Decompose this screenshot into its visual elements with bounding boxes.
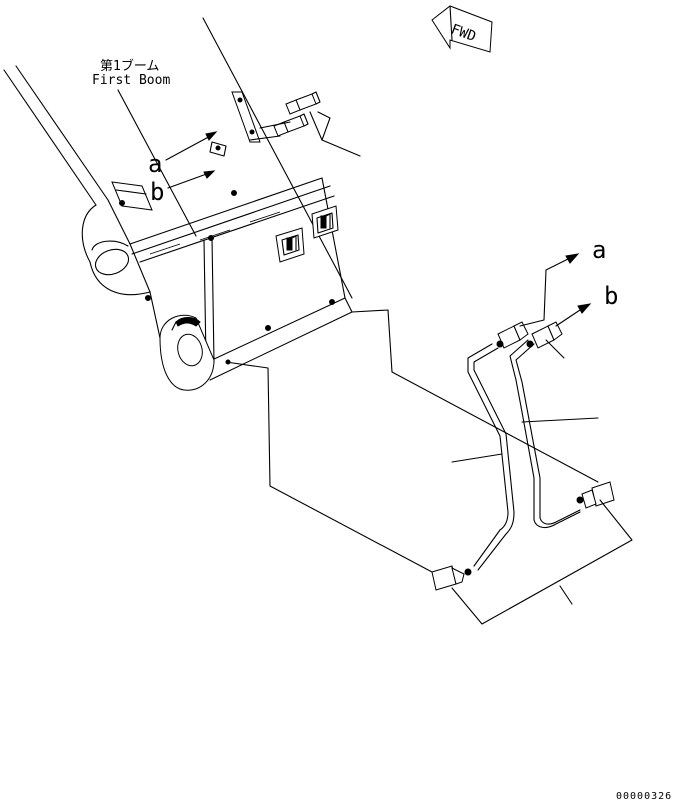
callout-a-lower: a — [592, 236, 606, 264]
hydraulic-tube-left — [467, 343, 515, 571]
label-leader — [117, 89, 197, 237]
arrow-a-lower — [519, 253, 580, 327]
arrow-b-upper — [167, 170, 216, 189]
first-boom — [3, 17, 353, 391]
leader-line — [545, 339, 565, 359]
boom-label-en: First Boom — [92, 73, 170, 88]
callout-b-lower: b — [604, 282, 618, 310]
leader-line — [317, 111, 361, 157]
fwd-direction-icon: FWD — [431, 5, 493, 53]
hose-clamp — [311, 205, 339, 239]
hydraulic-tube-right — [509, 339, 581, 529]
leader-line — [451, 453, 503, 463]
tube-fitting-a — [496, 321, 529, 349]
callout-b-upper: b — [150, 178, 164, 206]
hose-clamp — [275, 227, 305, 263]
upper-fitting — [285, 91, 321, 115]
leader-line — [559, 585, 573, 605]
leader-line — [451, 499, 633, 625]
leader-line — [521, 417, 599, 423]
elbow-fitting-right — [576, 481, 615, 509]
arrow-a-upper — [165, 131, 218, 161]
leader-line — [249, 135, 281, 141]
boom-label-jp: 第1ブーム — [100, 58, 159, 74]
elbow-fitting-left — [431, 565, 472, 591]
drawing-number: 00000326 — [616, 791, 672, 802]
leader-line — [309, 111, 323, 141]
leader-line — [259, 121, 291, 129]
upper-bracket — [209, 91, 261, 157]
detail-leader — [225, 361, 433, 573]
arrow-b-lower — [555, 303, 592, 327]
upper-fitting — [273, 113, 309, 137]
detail-leader — [351, 309, 599, 483]
callout-a-upper: a — [148, 150, 162, 178]
